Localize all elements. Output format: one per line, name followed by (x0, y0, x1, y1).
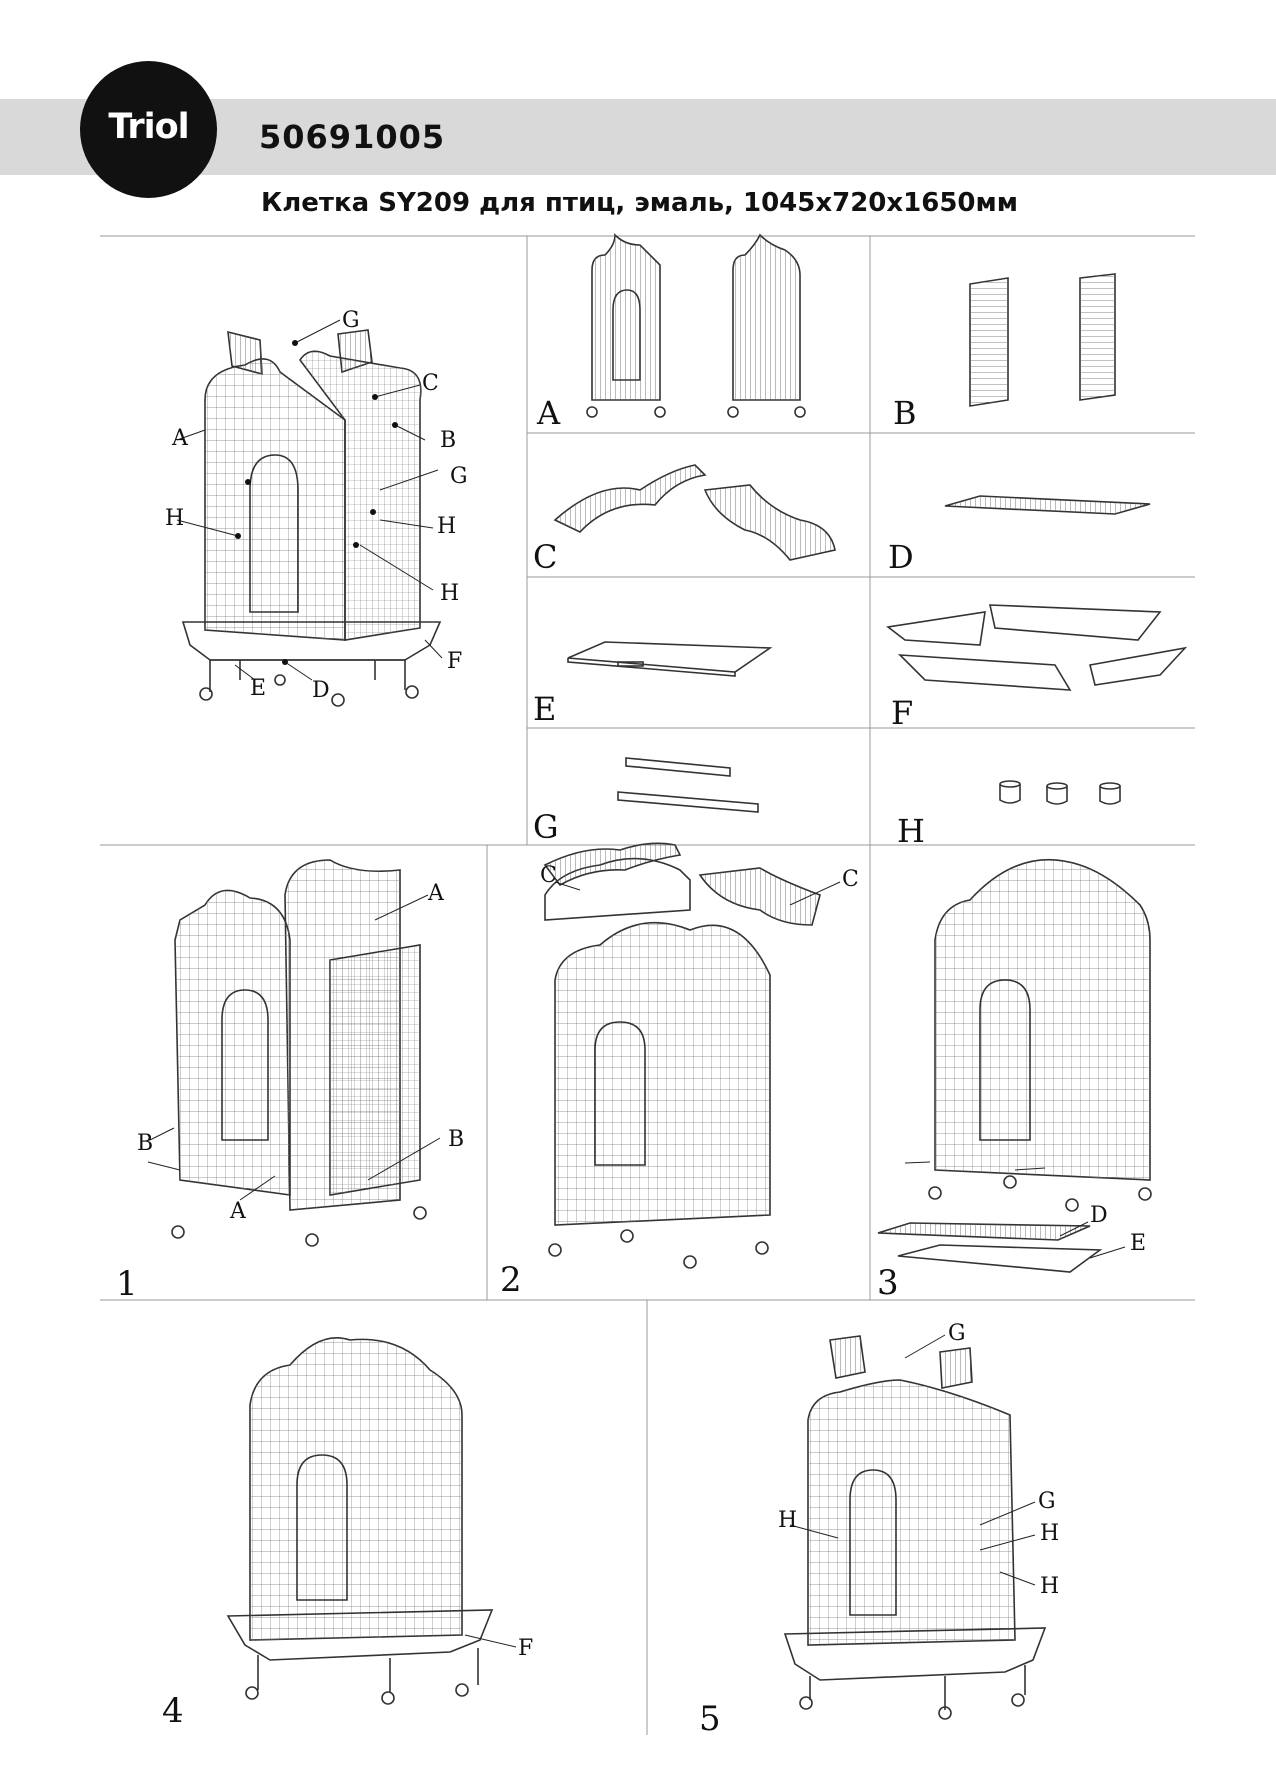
label-a: A (171, 426, 189, 451)
step-1-label-a-bottom: A (229, 1199, 247, 1224)
label-f: F (447, 649, 462, 674)
part-d-label: D (888, 538, 914, 576)
part-f-drawing (886, 604, 1188, 691)
label-b: B (440, 428, 456, 453)
step-3-drawing (877, 858, 1152, 1273)
label-h-right: H (437, 514, 456, 539)
part-h-drawing (999, 780, 1121, 805)
step-2-label-c-right: C (842, 867, 859, 892)
part-labels: A B C D E F G H (533, 394, 925, 850)
step-1-number: 1 (116, 1264, 138, 1304)
step-5-labels: G G H H H 5 (699, 1321, 1059, 1739)
step-1-label-b-right: B (448, 1127, 464, 1152)
step-5-label-h-left: H (778, 1508, 797, 1533)
part-c-drawing (553, 464, 836, 561)
label-h-left: H (165, 506, 184, 531)
label-h-low: H (440, 581, 459, 606)
part-g-label: G (533, 808, 559, 846)
part-c-label: C (533, 538, 557, 576)
label-d: D (312, 678, 330, 703)
triol-logo: Triol (80, 61, 217, 198)
step-5-drawing (783, 1334, 1047, 1720)
step-5-label-g: G (1038, 1489, 1056, 1514)
part-a-drawing (586, 233, 806, 418)
step-2-label-c-left: C (540, 863, 557, 888)
step-3-label-e: E (1130, 1231, 1146, 1256)
step-3-number: 3 (877, 1263, 899, 1303)
part-b-label: B (893, 394, 917, 432)
part-h-label: H (897, 812, 925, 850)
step-4-labels: F 4 (162, 1636, 533, 1731)
part-e-drawing (567, 641, 773, 677)
step-2-labels: C C 2 (500, 863, 859, 1300)
label-c: C (422, 371, 439, 396)
part-g-drawing (617, 757, 759, 813)
overview-cage (176, 319, 443, 707)
step-4-label-f: F (518, 1636, 533, 1661)
label-e: E (250, 676, 266, 701)
step-1-label-b-left: B (137, 1131, 153, 1156)
step-4-drawing (226, 1336, 517, 1705)
step-1-labels: A B B A 1 (116, 881, 464, 1304)
step-2-number: 2 (500, 1260, 522, 1300)
part-e-label: E (533, 690, 556, 728)
step-5-label-h-low: H (1040, 1574, 1059, 1599)
overview-labels: G C A B G H H H F E D (165, 308, 468, 703)
step-3-labels: D E 3 (877, 1203, 1146, 1303)
part-d-drawing (944, 495, 1151, 515)
part-f-label: F (891, 694, 913, 732)
part-b-drawing (969, 273, 1116, 407)
step-1-label-a-top: A (427, 881, 445, 906)
step-2-drawing (543, 842, 841, 1269)
article-number: 50691005 (259, 118, 446, 156)
step-5-number: 5 (699, 1699, 721, 1739)
label-g-top: G (342, 308, 360, 333)
step-4-number: 4 (162, 1691, 184, 1731)
label-g: G (450, 464, 468, 489)
step-5-label-g-top: G (948, 1321, 966, 1346)
product-title: Клетка SY209 для птиц, эмаль, 1045x720x1… (261, 188, 1019, 218)
step-1-drawing (147, 859, 441, 1247)
step-3-label-d: D (1090, 1203, 1108, 1228)
part-a-label: A (536, 394, 561, 432)
logo-text: Triol (108, 107, 189, 147)
step-5-label-h-right: H (1040, 1521, 1059, 1546)
